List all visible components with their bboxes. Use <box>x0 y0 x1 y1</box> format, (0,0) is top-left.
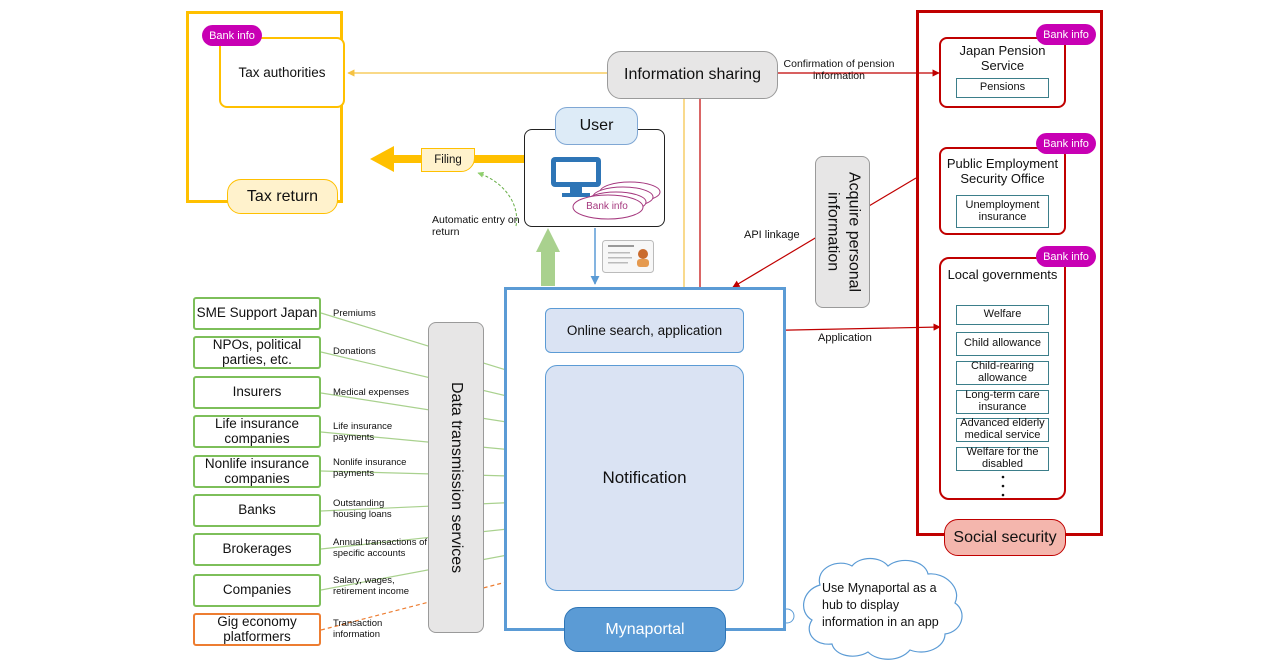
child-allowance-item: Child allowance <box>956 332 1049 356</box>
data-label-salary: Salary, wages, retirement income <box>333 575 410 597</box>
notification-label: Notification <box>602 468 687 487</box>
pension-service-label: Japan Pension Service <box>959 43 1046 73</box>
local-gov-bank-info-badge: Bank info <box>1036 246 1096 267</box>
source-life-insurance: Life insurance companies <box>193 415 321 448</box>
cloud-shape <box>803 557 963 660</box>
computer-icon <box>550 156 602 198</box>
tax-return-label: Tax return <box>246 187 319 205</box>
acquire-personal-info-label: Acquire personal information <box>824 171 863 293</box>
tax-bank-info-badge: Bank info <box>202 25 262 46</box>
source-label: Brokerages <box>222 541 292 557</box>
data-label-housing: Outstanding housing loans <box>333 498 392 520</box>
data-label-premiums: Premiums <box>333 308 376 319</box>
mynaportal-label-box: Mynaportal <box>564 607 726 652</box>
source-label: Banks <box>238 502 276 518</box>
acquire-personal-info-box: Acquire personal information <box>815 156 870 308</box>
child-rearing-item: Child-rearing allowance <box>956 361 1049 385</box>
tax-authorities-box: Tax authorities <box>219 37 345 108</box>
pension-confirm-label: Confirmation of pension information <box>783 58 895 83</box>
data-label-donations: Donations <box>333 346 376 357</box>
filing-label: Filing <box>434 154 462 166</box>
source-label: Life insurance companies <box>214 415 300 446</box>
filing-document: Filing <box>421 148 475 172</box>
source-sme-support: SME Support Japan <box>193 297 321 330</box>
elderly-medical-item: Advanced elderly medical service <box>956 418 1049 442</box>
auto-entry-label: Automatic entry on return <box>432 214 520 239</box>
tax-authorities-label: Tax authorities <box>238 64 326 80</box>
welfare-item: Welfare <box>956 305 1049 325</box>
api-linkage-label: API linkage <box>744 229 800 241</box>
social-security-label: Social security <box>953 528 1057 546</box>
online-search-box[interactable]: Online search, application <box>545 308 744 353</box>
online-search-label: Online search, application <box>566 322 723 338</box>
source-banks: Banks <box>193 494 321 527</box>
source-label: Nonlife insurance companies <box>204 455 310 486</box>
pension-bank-info-badge: Bank info <box>1036 24 1096 45</box>
source-nonlife-insurance: Nonlife insurance companies <box>193 455 321 488</box>
user-label-box: User <box>555 107 638 145</box>
information-sharing-box: Information sharing <box>607 51 778 99</box>
data-transmission-box: Data transmission services <box>428 322 484 633</box>
source-insurers: Insurers <box>193 376 321 409</box>
source-brokerages: Brokerages <box>193 533 321 566</box>
data-label-life: Life insurance payments <box>333 421 393 443</box>
notification-box[interactable]: Notification <box>545 365 744 591</box>
source-label: SME Support Japan <box>196 305 318 321</box>
source-companies: Companies <box>193 574 321 607</box>
source-npos: NPOs, political parties, etc. <box>193 336 321 369</box>
user-label: User <box>579 117 614 134</box>
social-security-label-box: Social security <box>944 519 1066 556</box>
employment-bank-info-badge: Bank info <box>1036 133 1096 154</box>
disabled-welfare-item: Welfare for the disabled <box>956 447 1049 471</box>
information-sharing-label: Information sharing <box>624 66 761 83</box>
bank-card-stack <box>570 176 662 222</box>
employment-office-label: Public Employment Security Office <box>946 156 1059 186</box>
source-gig-economy: Gig economy platformers <box>193 613 321 646</box>
long-term-care-item: Long-term care insurance <box>956 390 1049 414</box>
unemployment-item: Unemployment insurance <box>956 195 1049 228</box>
data-label-nonlife: Nonlife insurance payments <box>333 457 407 479</box>
source-label: Gig economy platformers <box>217 613 297 644</box>
mynaportal-label: Mynaportal <box>605 620 685 638</box>
pensions-item: Pensions <box>956 78 1049 98</box>
user-bank-info-label: Bank info <box>586 200 628 212</box>
local-gov-label: Local governments <box>947 267 1058 282</box>
cloud-note-text: Use Mynaportal as a hub to display infor… <box>822 581 939 629</box>
data-label-brokerage: Annual transactions of specific accounts <box>333 537 428 559</box>
more-items-ellipsis <box>1001 474 1005 498</box>
source-label: Companies <box>222 582 292 598</box>
data-transmission-label: Data transmission services <box>448 381 465 574</box>
data-label-transaction: Transaction information <box>333 618 383 640</box>
source-label: NPOs, political parties, etc. <box>212 336 302 367</box>
id-card-icon <box>602 240 654 273</box>
source-label: Insurers <box>232 384 282 400</box>
application-label: Application <box>818 332 872 344</box>
data-label-medical: Medical expenses <box>333 387 410 398</box>
tax-return-box: Tax return <box>227 179 338 214</box>
